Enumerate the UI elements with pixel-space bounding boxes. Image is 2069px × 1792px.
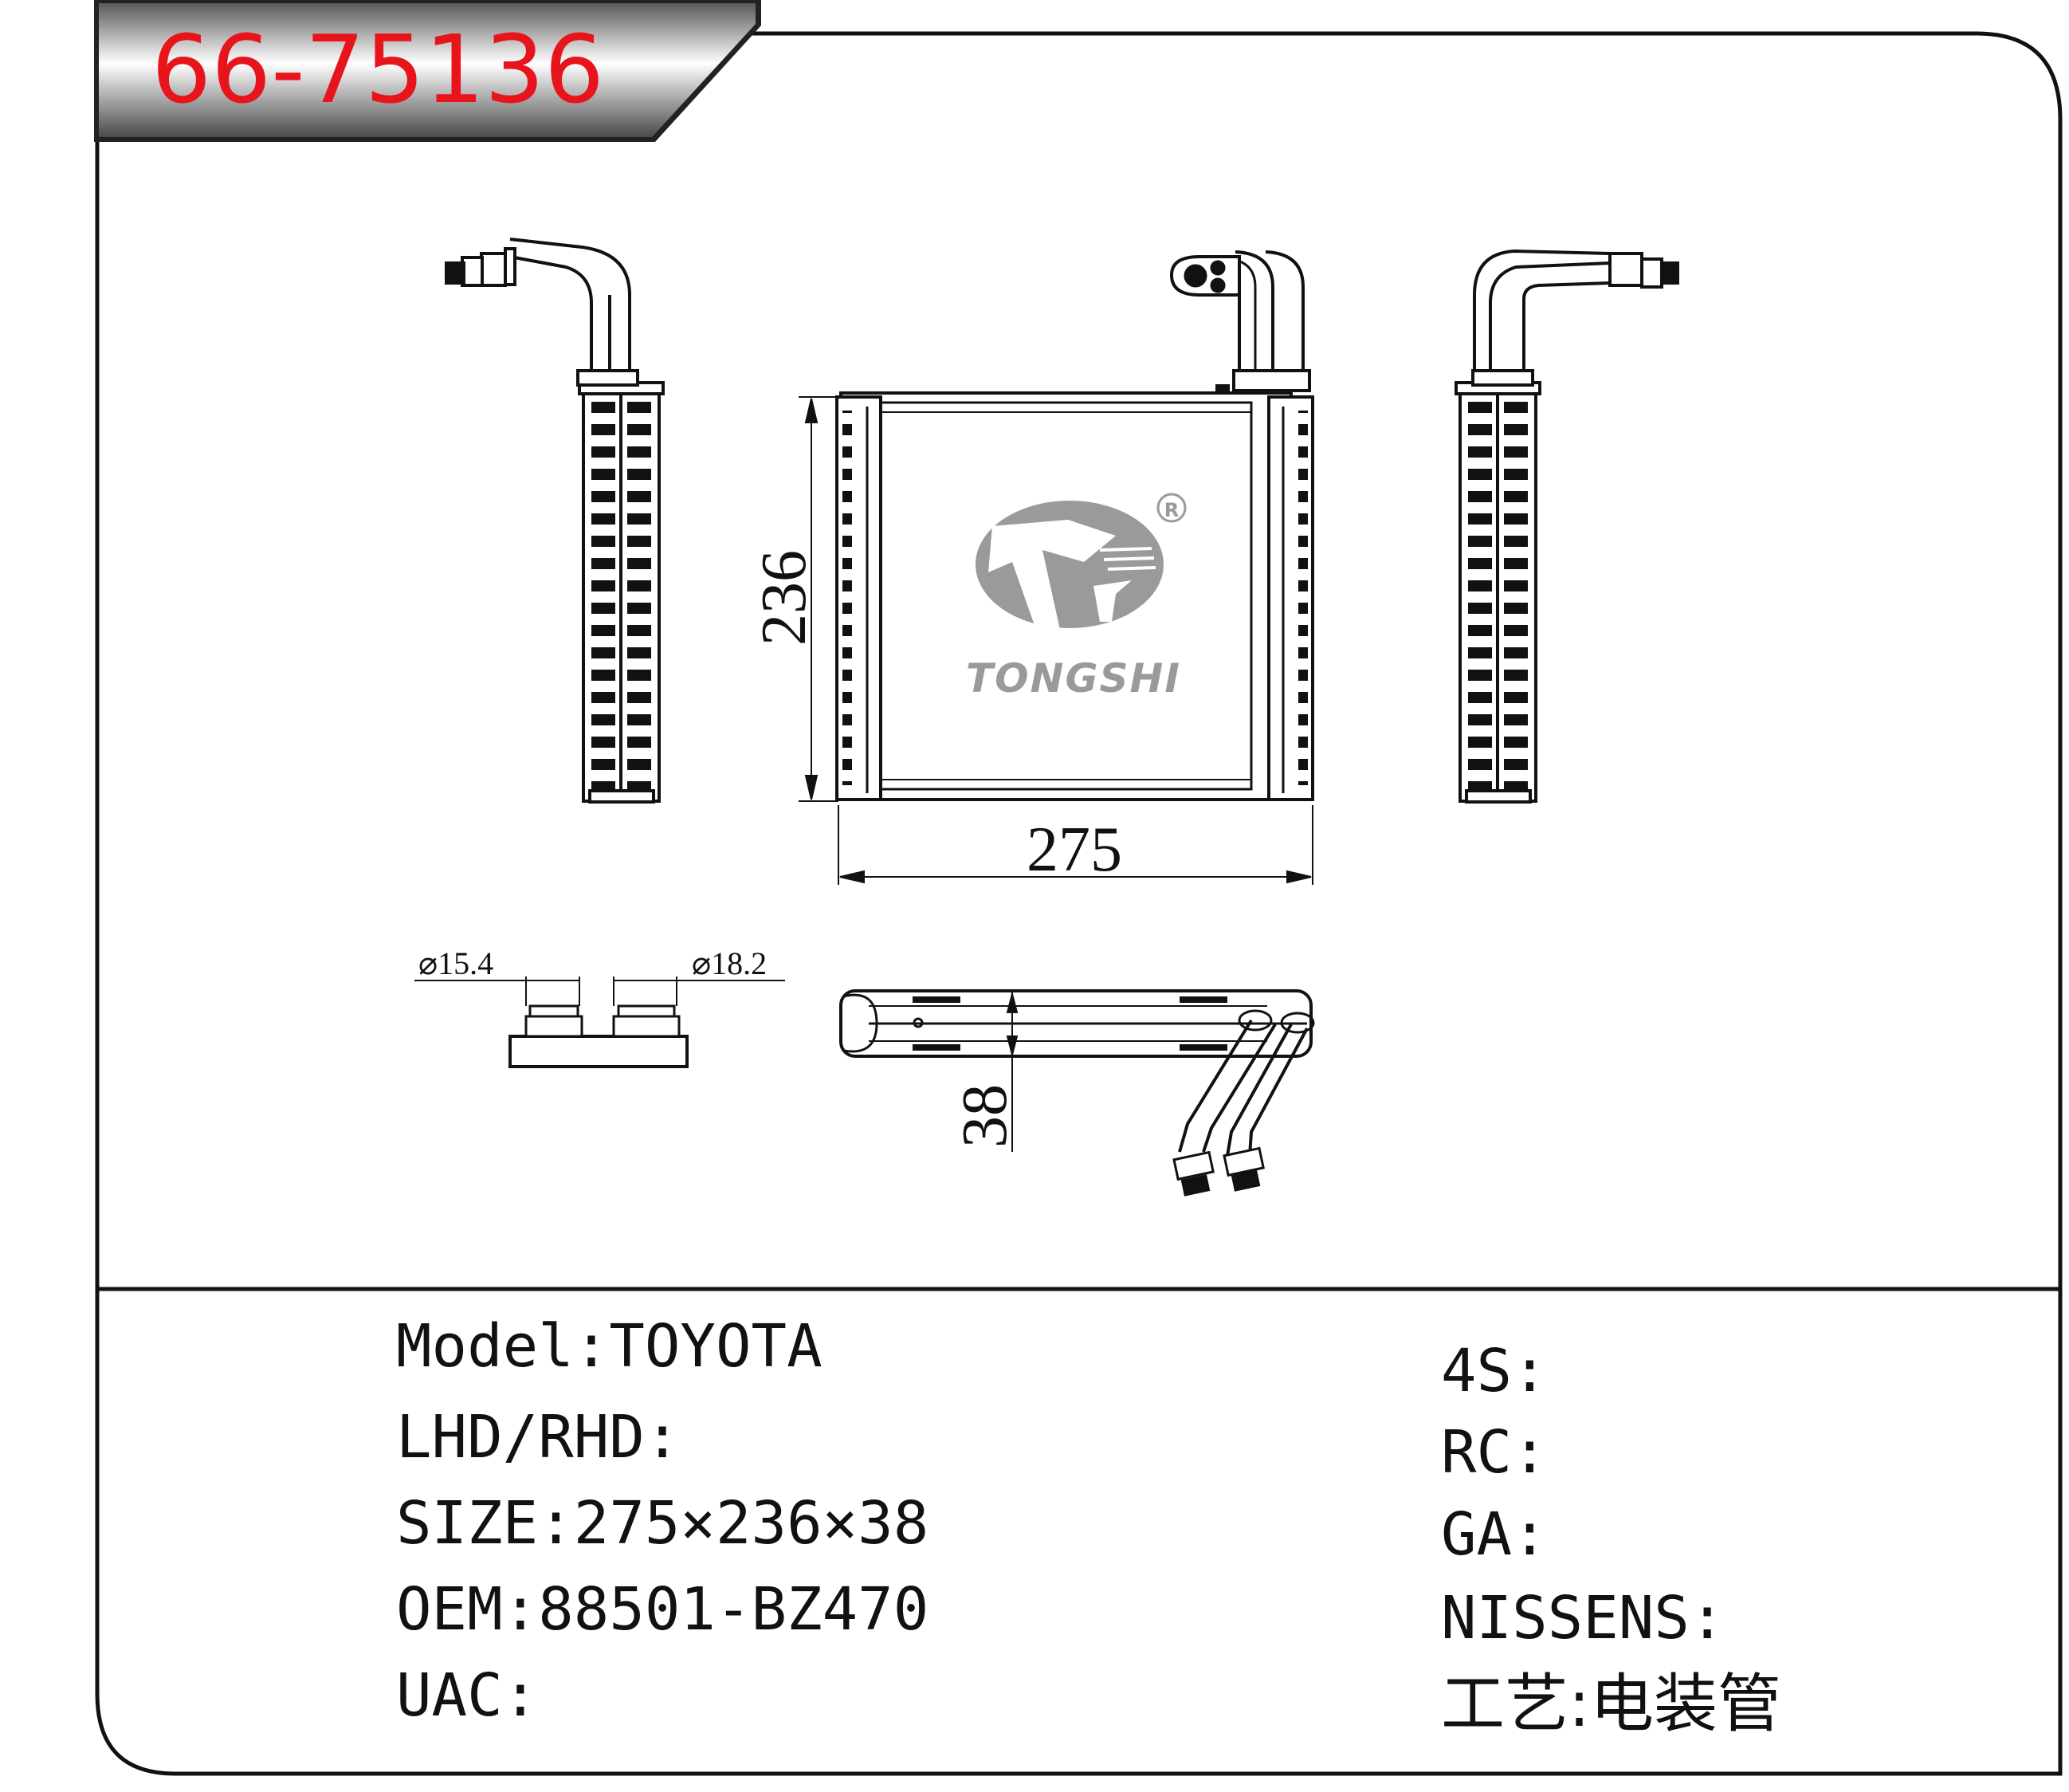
spec-ga-label: GA:: [1441, 1500, 1548, 1569]
spec-size-label: SIZE:: [396, 1489, 574, 1558]
top-view: [839, 989, 1315, 1197]
spec-rc-label: RC:: [1441, 1418, 1548, 1487]
spec-nissens: NISSENS:: [1441, 1589, 1725, 1648]
dimension-depth: [1006, 991, 1019, 1152]
spec-process: 工艺:电装管: [1441, 1672, 1781, 1736]
spec-uac-label: UAC:: [396, 1661, 539, 1730]
spec-lhd-rhd-label: LHD/RHD:: [396, 1403, 681, 1472]
part-number-banner: 66-75136: [94, 0, 761, 142]
tongshi-logo: R TONGSHI: [966, 493, 1187, 701]
dimension-height: [799, 396, 838, 802]
dimension-width-label: 275: [1027, 815, 1122, 885]
spec-size-value: 275×236×38: [573, 1489, 929, 1558]
spec-oem-value: 88501-BZ470: [538, 1575, 929, 1644]
outer-frame: [95, 31, 2063, 1776]
spec-oem: OEM:88501-BZ470: [396, 1580, 928, 1639]
spec-oem-label: OEM:: [396, 1575, 539, 1644]
spec-ga: GA:: [1441, 1505, 1548, 1564]
spec-process-label: 工艺:: [1441, 1667, 1590, 1741]
spec-model-label: Model:: [396, 1312, 610, 1381]
dimension-width: [838, 805, 1313, 885]
spec-uac: UAC:: [396, 1666, 538, 1725]
part-number: 66-75136: [151, 14, 604, 124]
dimension-height-label: 236: [749, 550, 819, 646]
side-view-left: [445, 238, 665, 804]
spec-4s-label: 4S:: [1441, 1337, 1548, 1405]
brand-name: TONGSHI: [966, 655, 1181, 701]
inlet-diameter-label: ⌀15.4: [418, 945, 493, 981]
spec-rc: RC:: [1441, 1423, 1548, 1482]
registered-mark-icon: [1156, 493, 1187, 523]
spec-process-value: 电装管: [1589, 1667, 1781, 1741]
spec-4s: 4S:: [1441, 1342, 1548, 1401]
side-view-right: [1455, 249, 1679, 804]
spec-model: Model:TOYOTA: [396, 1317, 822, 1376]
pipe-end-view: [414, 977, 785, 1068]
front-view: [835, 250, 1314, 801]
registered-mark: R: [1164, 499, 1179, 521]
dimension-depth-label: 38: [950, 1084, 1020, 1148]
spec-lhd-rhd: LHD/RHD:: [396, 1408, 680, 1467]
spec-model-value: TOYOTA: [609, 1312, 822, 1381]
spec-size: SIZE:275×236×38: [396, 1494, 928, 1553]
outlet-diameter-label: ⌀18.2: [692, 945, 767, 981]
spec-nissens-label: NISSENS:: [1441, 1584, 1725, 1652]
